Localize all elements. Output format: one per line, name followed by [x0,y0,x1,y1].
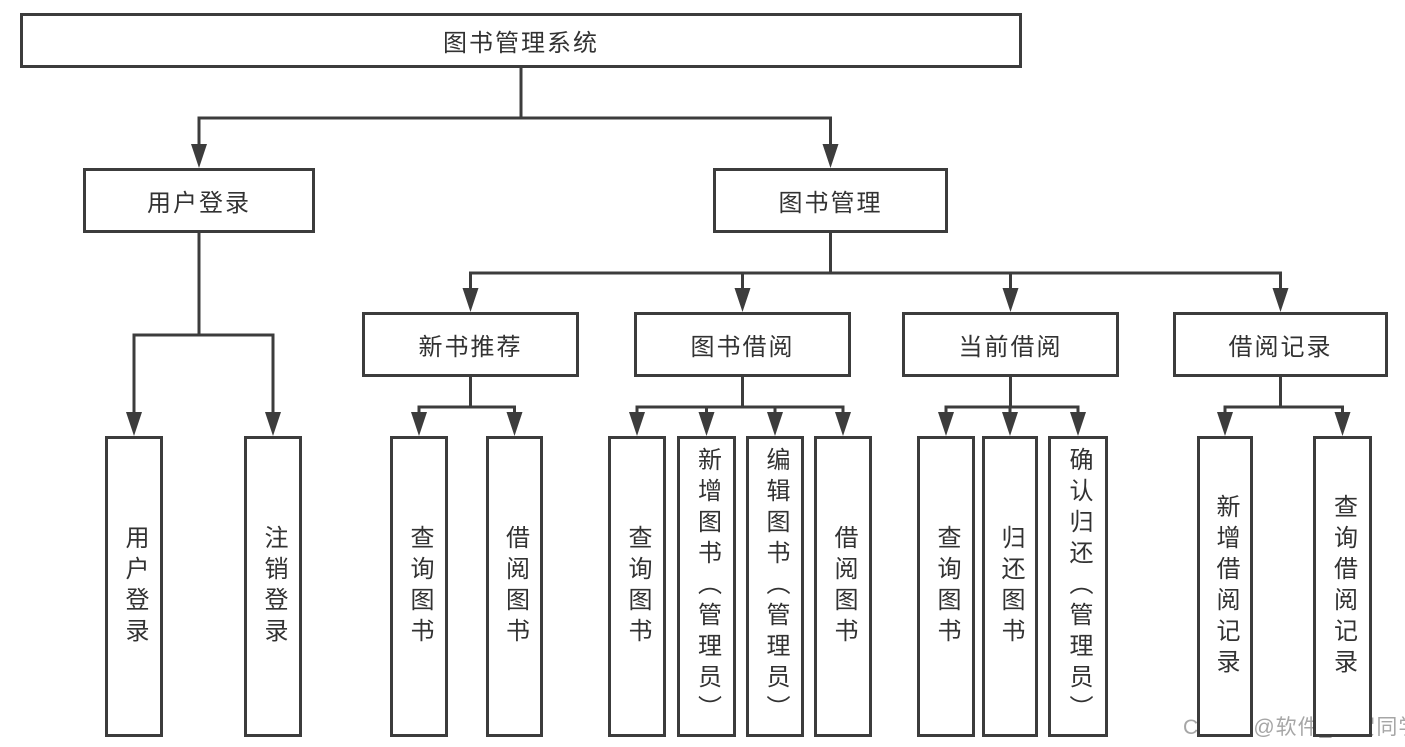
node-user-login: 用户登录 [83,168,315,233]
node-leaf-cur-return: 归还图书 [982,436,1038,737]
node-leaf-user-login: 用户登录 [105,436,163,737]
node-label: 用户登录 [147,190,251,217]
node-label: 确认归还（管理员） [1065,447,1092,726]
node-label: 归还图书 [997,524,1024,649]
node-leaf-cur-search: 查询图书 [917,436,975,737]
node-book-borrow: 图书借阅 [634,312,851,377]
node-label: 借阅图书 [501,524,529,649]
node-leaf-bw-edit: 编辑图书（管理员） [746,436,804,737]
arrowhead [462,288,479,312]
arrowhead [191,144,207,168]
arrowhead [734,288,751,312]
arrowhead [1217,412,1233,436]
node-leaf-bw-borrow: 借阅图书 [814,436,872,737]
node-borrow-records: 借阅记录 [1173,312,1388,377]
node-new-books: 新书推荐 [362,312,579,377]
node-book-mgmt: 图书管理 [713,168,948,233]
node-label: 用户登录 [121,524,148,649]
arrowhead [1002,412,1018,436]
node-leaf-rec-search: 查询借阅记录 [1313,436,1372,737]
node-current-borrow: 当前借阅 [902,312,1119,377]
arrowhead [126,412,142,436]
node-label: 图书借阅 [690,334,795,361]
node-label: 新增图书（管理员） [693,447,721,726]
arrowhead [506,412,523,436]
node-leaf-bw-search: 查询图书 [608,436,666,737]
node-label: 查询借阅记录 [1329,493,1357,680]
arrowhead [698,412,715,436]
arrowhead [1070,412,1086,436]
arrowhead [938,412,954,436]
node-leaf-logout: 注销登录 [244,436,302,737]
arrowhead [1002,288,1019,312]
node-leaf-bw-add: 新增图书（管理员） [677,436,736,737]
node-leaf-cur-confirm: 确认归还（管理员） [1048,436,1108,737]
arrowhead [1334,412,1351,436]
node-label: 查询图书 [406,524,433,649]
arrowhead [767,412,783,436]
arrowhead [822,144,839,168]
node-label: 查询图书 [933,524,960,649]
node-label: 图书管理 [778,190,883,217]
node-leaf-nb-search: 查询图书 [390,436,448,737]
node-root: 图书管理系统 [20,13,1022,68]
arrowhead [835,412,851,436]
node-label: 当前借阅 [958,334,1063,361]
node-leaf-rec-add: 新增借阅记录 [1197,436,1253,737]
node-label: 新书推荐 [418,334,523,361]
node-label: 注销登录 [260,524,287,649]
node-label: 借阅记录 [1228,334,1333,361]
node-label: 编辑图书（管理员） [762,447,789,726]
node-label: 图书管理系统 [443,30,599,57]
arrowhead [1272,288,1289,312]
arrowhead [265,412,281,436]
node-label: 查询图书 [624,524,651,649]
arrowhead [629,412,645,436]
node-label: 借阅图书 [830,524,857,649]
node-label: 新增借阅记录 [1212,493,1239,680]
arrowhead [411,412,427,436]
node-leaf-nb-borrow: 借阅图书 [486,436,543,737]
